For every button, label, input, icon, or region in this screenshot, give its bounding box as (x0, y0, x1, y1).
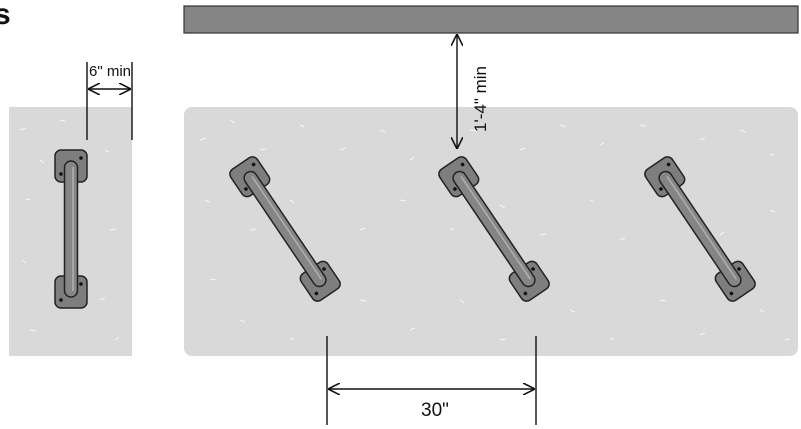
concrete-texture (19, 119, 791, 341)
overhead-clearance-label: 1'-4" min (471, 66, 490, 132)
overhead-obstruction-bar (183, 5, 799, 34)
overhead-clearance-dimension: 1'-4" min (457, 35, 490, 148)
partial-heading-letter: s (0, 0, 11, 31)
rack-spacing-label: 30" (421, 400, 449, 421)
side-clearance-dimension: 6" min (86, 62, 133, 140)
rack-spacing-dimension: 30" (326, 336, 537, 425)
side-clearance-label: 6" min (89, 63, 131, 80)
